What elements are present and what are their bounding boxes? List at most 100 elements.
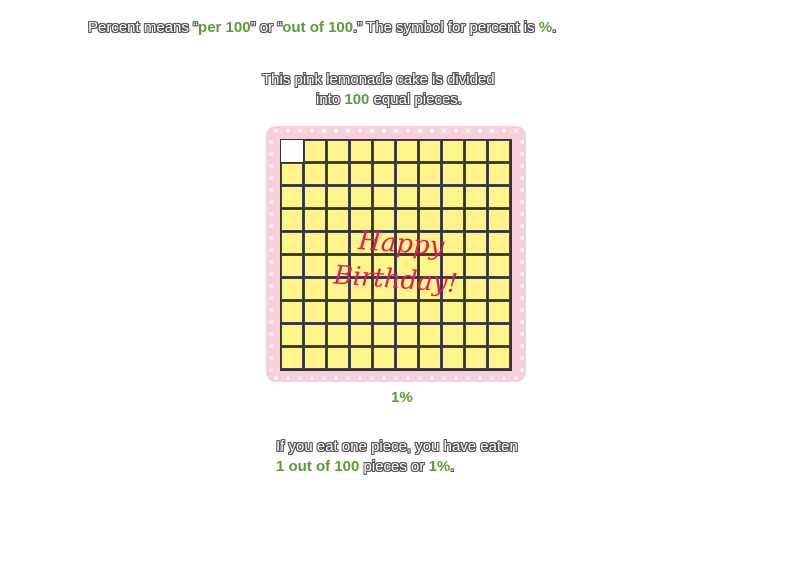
frosting-dot xyxy=(269,212,273,216)
frosting-dot xyxy=(269,140,273,144)
cake-piece xyxy=(327,347,349,369)
per-100-highlight: per 100 xyxy=(198,19,251,36)
cake-piece xyxy=(419,163,441,185)
cake-piece xyxy=(373,186,395,208)
frosting-dot xyxy=(430,376,434,380)
caption-part: into xyxy=(316,91,345,108)
frosting-dot xyxy=(514,376,518,380)
frosting-dot xyxy=(269,308,273,312)
cake-piece xyxy=(350,232,372,254)
frosting-dot xyxy=(442,129,446,133)
frosting-dot xyxy=(418,376,422,380)
cake-piece xyxy=(373,140,395,162)
frosting-dot xyxy=(286,376,290,380)
frosting-dot xyxy=(502,376,506,380)
cake-piece xyxy=(396,301,418,323)
frosting-dot xyxy=(394,376,398,380)
cake-piece xyxy=(396,255,418,277)
frosting-dot xyxy=(466,129,470,133)
frosting-dot xyxy=(394,129,398,133)
cake-piece xyxy=(419,186,441,208)
cake-piece xyxy=(304,186,326,208)
frosting-dot xyxy=(269,224,273,228)
cake-piece xyxy=(488,347,510,369)
cake-piece xyxy=(327,324,349,346)
cake-piece xyxy=(488,163,510,185)
cake-piece xyxy=(442,301,464,323)
frosting-dot xyxy=(520,140,524,144)
percent-label: 1% xyxy=(391,389,413,406)
frosting-dot xyxy=(520,356,524,360)
frosting-dot xyxy=(502,129,506,133)
intro-part: . xyxy=(552,19,557,36)
cake-piece xyxy=(465,324,487,346)
cake-piece xyxy=(373,278,395,300)
cake-piece xyxy=(465,301,487,323)
frosting-dot xyxy=(346,376,350,380)
cake-piece xyxy=(281,163,303,185)
frosting-dot xyxy=(274,376,278,380)
cake-piece xyxy=(419,301,441,323)
frosting-dot xyxy=(418,129,422,133)
frosting-dot xyxy=(269,344,273,348)
cake-piece xyxy=(373,301,395,323)
frosting-dot xyxy=(406,129,410,133)
frosting-dot xyxy=(269,200,273,204)
frosting-dot xyxy=(269,248,273,252)
cake-piece xyxy=(350,163,372,185)
cake-scallop-border xyxy=(269,129,524,380)
frosting-dot xyxy=(520,200,524,204)
frosting-dot xyxy=(520,224,524,228)
frosting-dot xyxy=(520,188,524,192)
frosting-dot xyxy=(334,376,338,380)
frosting-dot xyxy=(269,296,273,300)
frosting-dot xyxy=(322,376,326,380)
frosting-dot xyxy=(269,332,273,336)
frosting-dot xyxy=(520,272,524,276)
intro-part: ” or “ xyxy=(250,19,283,36)
cake-piece xyxy=(442,255,464,277)
cake-piece xyxy=(281,186,303,208)
frosting-dot xyxy=(406,376,410,380)
cake-piece xyxy=(488,209,510,231)
percent-symbol-highlight: % xyxy=(538,19,553,36)
cake-piece xyxy=(396,163,418,185)
cake-piece xyxy=(281,232,303,254)
frosting-dot xyxy=(382,129,386,133)
cake-piece xyxy=(327,140,349,162)
frosting-dot xyxy=(520,296,524,300)
cake-piece xyxy=(419,324,441,346)
cake-grid xyxy=(280,139,512,371)
cake-piece xyxy=(304,301,326,323)
cake-piece xyxy=(465,255,487,277)
cake-piece xyxy=(442,163,464,185)
cake-piece xyxy=(304,232,326,254)
cake-piece xyxy=(350,140,372,162)
cake-piece xyxy=(327,255,349,277)
cake-piece xyxy=(327,232,349,254)
cake-piece xyxy=(488,140,510,162)
cake-piece xyxy=(327,163,349,185)
frosting-dot xyxy=(269,284,273,288)
frosting-dot xyxy=(478,376,482,380)
frosting-dot xyxy=(520,164,524,168)
frosting-dot xyxy=(269,164,273,168)
cake-piece xyxy=(350,324,372,346)
frosting-dot xyxy=(358,129,362,133)
cake-piece xyxy=(488,301,510,323)
cake-piece xyxy=(442,324,464,346)
cake-piece xyxy=(350,255,372,277)
cake-piece xyxy=(488,232,510,254)
cake-piece xyxy=(327,186,349,208)
cake-caption-line1: This pink lemonade cake is divided xyxy=(262,71,495,88)
cake-piece xyxy=(304,163,326,185)
cake-piece xyxy=(373,324,395,346)
frosting-dot xyxy=(520,176,524,180)
frosting-dot xyxy=(298,376,302,380)
cake-piece xyxy=(488,255,510,277)
frosting-dot xyxy=(490,376,494,380)
frosting-dot xyxy=(274,129,278,133)
cake-piece xyxy=(465,347,487,369)
intro-part: Percent means “ xyxy=(88,19,199,36)
frosting-dot xyxy=(269,272,273,276)
